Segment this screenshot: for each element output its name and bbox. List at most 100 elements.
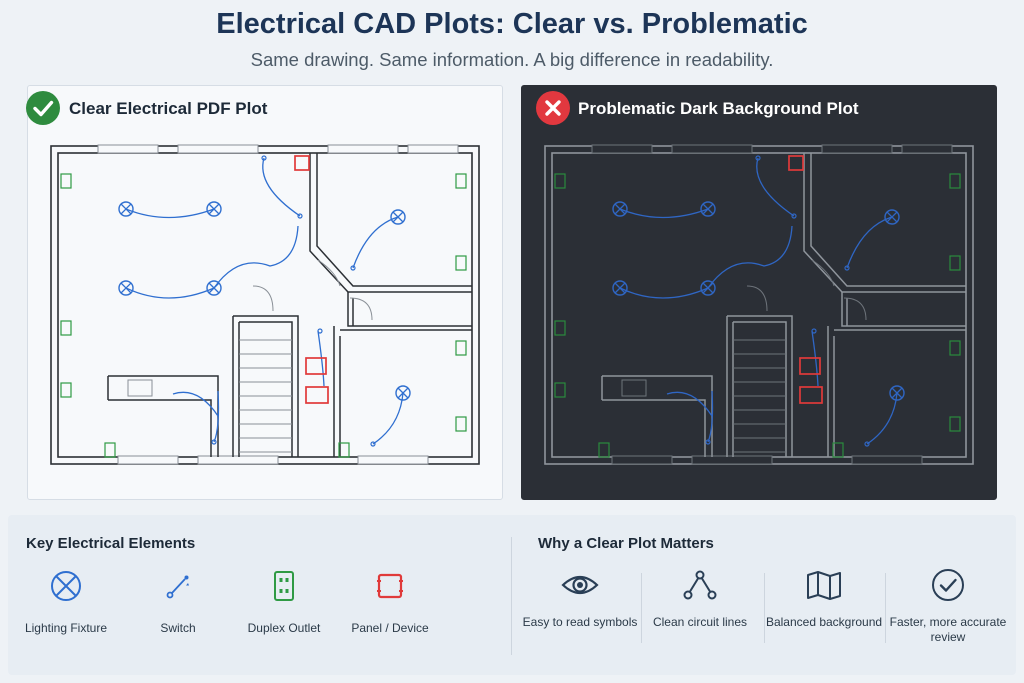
circuit-line [352, 216, 399, 269]
switch-icon [297, 213, 303, 219]
duplex-outlet-icon [60, 173, 72, 189]
circuit-line [372, 392, 404, 445]
duplex-outlet-icon [949, 173, 961, 189]
lighting-fixture-icon [6, 569, 126, 603]
duplex-outlet-icon [60, 382, 72, 398]
duplex-outlet-icon [554, 382, 566, 398]
legend-item-panel-device: Panel / Device [330, 569, 450, 635]
lighting-fixture-x [614, 203, 626, 215]
lighting-fixture-x [120, 282, 132, 294]
circuit-line [846, 216, 893, 269]
switch-icon [864, 441, 870, 447]
circuit-line [756, 157, 795, 217]
benefit-divider [764, 573, 765, 643]
lighting-fixture-x [120, 203, 132, 215]
circuit-nodes-icon [640, 567, 760, 603]
lighting-fixture-icon [206, 280, 222, 296]
floor-plan-clear [50, 144, 480, 465]
lighting-fixture-icon [612, 201, 628, 217]
info-strip: Key Electrical Elements Lighting Fixture… [8, 515, 1016, 675]
benefit-balanced-background: Balanced background [764, 567, 884, 630]
lighting-fixture-x [886, 211, 898, 223]
sink [621, 379, 647, 397]
problematic-plot-panel: Problematic Dark Background Plot [521, 85, 997, 500]
circuit-line [125, 287, 215, 299]
switch-icon [755, 155, 761, 161]
lighting-fixture-x [392, 211, 404, 223]
benefit-faster-review: Faster, more accurate review [888, 567, 1008, 645]
door-swing [349, 297, 373, 321]
switch-icon [261, 155, 267, 161]
benefit-divider [885, 573, 886, 643]
check-icon [26, 91, 60, 125]
lighting-fixture-icon [612, 280, 628, 296]
benefit-label: Balanced background [765, 615, 883, 629]
circuit-line [707, 225, 793, 289]
legend-label: Panel / Device [351, 621, 429, 635]
circuit-line [619, 287, 709, 299]
door-swing [317, 259, 341, 287]
panel-device-icon [788, 155, 804, 171]
duplex-outlet-icon [455, 173, 467, 189]
circuit-line [707, 390, 714, 443]
panel-device-icon [799, 386, 823, 404]
door-swing [746, 285, 768, 312]
benefit-clean-lines: Clean circuit lines [640, 567, 760, 630]
sink [127, 379, 153, 397]
switch-icon [317, 328, 323, 334]
benefit-label: Faster, more accurate review [889, 615, 1007, 644]
switch-icon [811, 328, 817, 334]
legend-item-switch: Switch [118, 569, 238, 635]
door-swing [811, 259, 835, 287]
benefit-easy-to-read: Easy to read symbols [520, 567, 640, 630]
lighting-fixture-icon [700, 201, 716, 217]
lighting-fixture-icon [118, 280, 134, 296]
lighting-fixture-x [614, 282, 626, 294]
clear-plot-title: Clear Electrical PDF Plot [69, 99, 268, 118]
circuit-line [125, 208, 215, 219]
lighting-fixture-icon [884, 209, 900, 225]
switch-icon [118, 569, 238, 603]
duplex-outlet-icon [949, 416, 961, 432]
panel-device-icon [305, 357, 327, 375]
lighting-fixture-x [397, 387, 409, 399]
circuit-line [262, 157, 301, 217]
circuit-line [317, 330, 325, 387]
lighting-fixture-x [702, 282, 714, 294]
door-swing [252, 285, 274, 312]
lighting-fixture-icon [395, 385, 411, 401]
panel-device-icon [294, 155, 310, 171]
lighting-fixture-x [702, 203, 714, 215]
switch-icon [844, 265, 850, 271]
legend-title: Key Electrical Elements [26, 535, 196, 552]
check-circle-icon [888, 567, 1008, 603]
legend-label: Switch [160, 621, 196, 635]
circuit-line [666, 391, 713, 417]
benefits-title: Why a Clear Plot Matters [538, 535, 714, 552]
switch-icon [791, 213, 797, 219]
door-swing [843, 297, 867, 321]
lighting-fixture-x [208, 282, 220, 294]
lighting-fixture-x [891, 387, 903, 399]
problematic-plot-title: Problematic Dark Background Plot [578, 99, 859, 118]
benefit-label: Easy to read symbols [522, 615, 638, 629]
benefit-label: Clean circuit lines [652, 615, 748, 629]
duplex-outlet-icon [455, 340, 467, 356]
lighting-fixture-icon [889, 385, 905, 401]
switch-icon [370, 441, 376, 447]
duplex-outlet-icon [598, 442, 610, 458]
duplex-outlet-icon [554, 173, 566, 189]
benefit-divider [641, 573, 642, 643]
switch-icon [705, 439, 711, 445]
panel-device-icon [330, 569, 450, 603]
circuit-line [811, 330, 819, 387]
duplex-outlet-icon [104, 442, 116, 458]
floor-plan-dark [544, 144, 974, 465]
circuit-line [213, 390, 220, 443]
duplex-outlet-icon [60, 320, 72, 336]
legend-item-lighting-fixture: Lighting Fixture [6, 569, 126, 635]
switch-icon [350, 265, 356, 271]
legend-item-duplex-outlet: Duplex Outlet [224, 569, 344, 635]
switch-icon [211, 439, 217, 445]
legend-label: Lighting Fixture [24, 621, 108, 635]
